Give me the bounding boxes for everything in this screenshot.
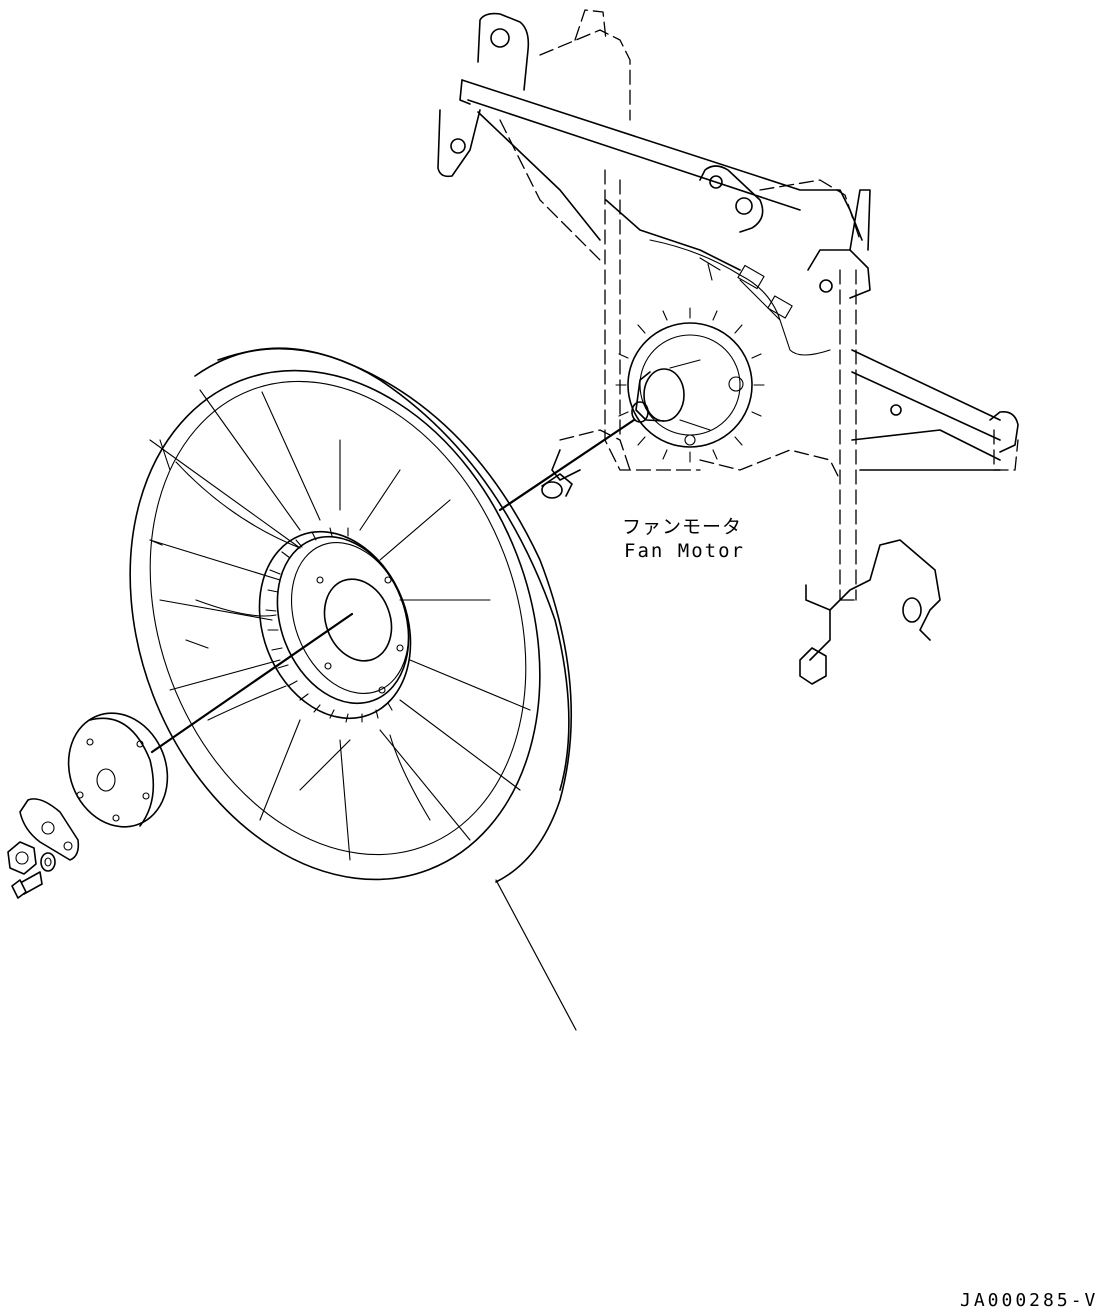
fan-hub-plate — [67, 712, 169, 828]
drawing-code: JA000285-V — [960, 1290, 1099, 1311]
cooling-fan — [129, 347, 573, 883]
washer-plate — [19, 798, 80, 861]
bolt — [11, 871, 43, 899]
fan-motor-label-japanese: ファンモータ — [622, 516, 743, 538]
frame-bracket — [437, 9, 1019, 685]
fan-motor-label-english: Fan Motor — [624, 540, 745, 562]
washer — [40, 852, 56, 872]
fan-motor — [615, 307, 765, 463]
leader-lines — [150, 418, 636, 1031]
leader-fan-bottom — [495, 879, 577, 1031]
nut — [7, 841, 37, 875]
leader-motor-to-fan — [498, 418, 636, 512]
leader-fan-to-hub — [150, 612, 354, 754]
